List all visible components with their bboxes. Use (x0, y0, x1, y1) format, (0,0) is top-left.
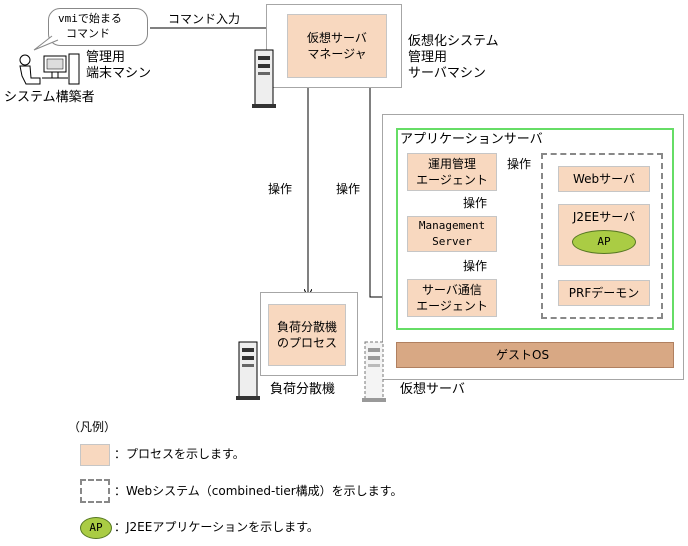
prf-daemon: PRFデーモン (558, 280, 650, 306)
bubble-tail (33, 35, 59, 51)
vsm-machine-label-line1: 仮想化システム (408, 34, 499, 49)
bubble-line2: コマンド (66, 27, 110, 40)
op-label-agent-web: 操作 (507, 157, 532, 171)
management-server: Management Server (407, 216, 497, 252)
app-server-label: アプリケーションサーバ (400, 132, 543, 147)
web-server: Webサーバ (558, 166, 650, 192)
web-server-label: Webサーバ (572, 172, 636, 186)
agent-line1: 運用管理 (427, 157, 476, 171)
comm-agent-line2: エージェント (416, 299, 488, 313)
guest-os-bar (396, 342, 674, 368)
comm-agent-line1: サーバ通信 (422, 283, 482, 297)
virtual-server-label: 仮想サーバ (400, 382, 465, 397)
virtual-server-tower-icon (362, 341, 386, 402)
terminal-label-line1: 管理用 (86, 50, 126, 65)
operation-management-agent: 運用管理 エージェント (407, 153, 497, 191)
server-tower-icon (252, 49, 276, 108)
lb-process-line1: 負荷分散機 (276, 320, 337, 334)
op-label-mid: 操作 (336, 182, 361, 196)
legend-ap-badge: AP (80, 517, 112, 539)
ap-badge: AP (572, 230, 636, 254)
op-label-ms-agent: 操作 (463, 196, 488, 210)
op-label-comm-ms: 操作 (463, 259, 488, 273)
agent-line2: エージェント (416, 173, 488, 187)
bubble-line1: vmiで始まる (58, 12, 122, 25)
vsm-machine-label-line2: 管理用 (408, 50, 448, 65)
vsm-line1: 仮想サーバ (307, 31, 367, 45)
legend-web-system-text: ：Webシステム（combined-tier構成）を示します。 (114, 484, 403, 498)
j2ee-server-label: J2EEサーバ (572, 210, 636, 224)
app-server-box (396, 128, 674, 330)
guest-os-label: ゲストOS (496, 348, 550, 362)
op-label-left: 操作 (268, 182, 293, 196)
ms-line2: Server (432, 235, 472, 248)
load-balancer-process: 負荷分散機 のプロセス (268, 304, 346, 366)
vsm-machine-label-line3: サーバマシン (408, 66, 486, 81)
lb-server-tower-icon (236, 341, 260, 400)
command-bubble (48, 8, 148, 46)
prf-daemon-label: PRFデーモン (568, 286, 640, 300)
server-communication-agent: サーバ通信 エージェント (407, 279, 497, 317)
builder-label: システム構築者 (4, 90, 95, 105)
legend-j2ee-app-text: ：J2EEアプリケーションを示します。 (114, 520, 319, 534)
vsm-line2: マネージャ (307, 47, 367, 61)
lb-label: 負荷分散機 (270, 382, 336, 397)
legend-web-system-swatch (80, 479, 110, 503)
legend-title: （凡例） (68, 420, 117, 434)
terminal-label-line2: 端末マシン (86, 66, 152, 81)
virtual-server-manager: 仮想サーバ マネージャ (287, 14, 387, 78)
legend-process-text: ：プロセスを示します。 (114, 447, 245, 461)
web-system-dashed-box (541, 153, 663, 319)
person-at-terminal-icon (19, 53, 80, 85)
legend-process-swatch (80, 444, 110, 466)
command-input-label: コマンド入力 (168, 12, 241, 26)
ms-line1: Management (418, 219, 486, 232)
lb-process-line2: のプロセス (276, 336, 337, 350)
